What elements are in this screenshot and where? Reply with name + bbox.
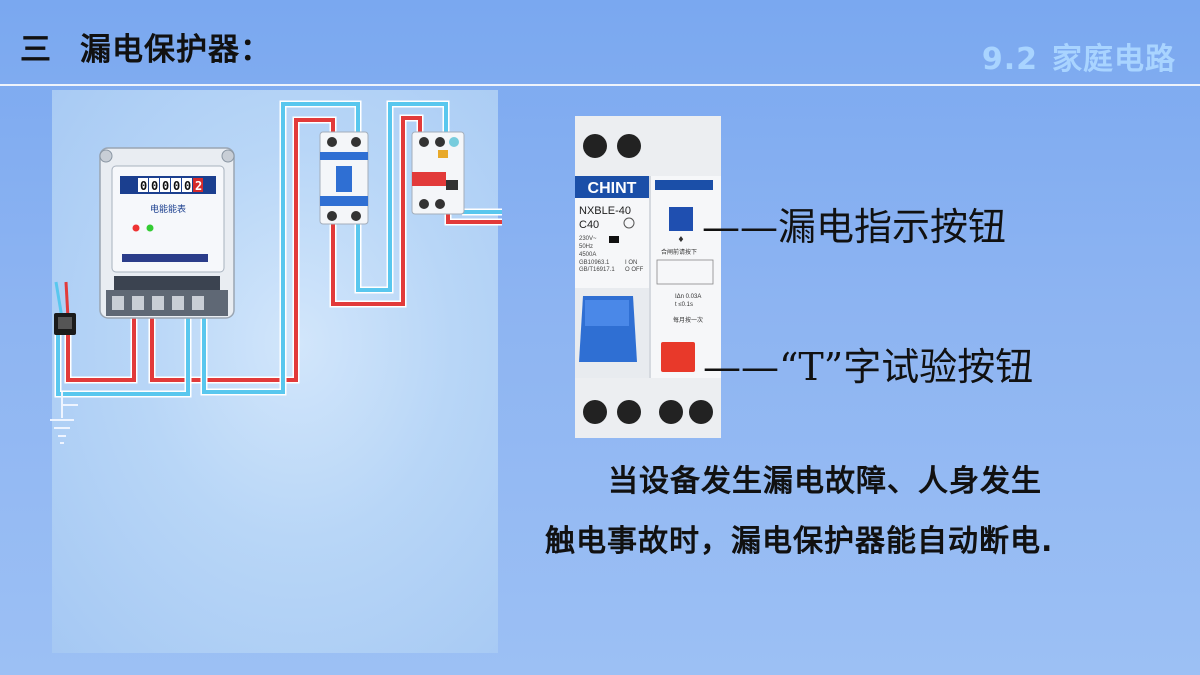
device-on-label: I ON [625, 260, 637, 266]
chapter-title: 9.2 家庭电路 [982, 34, 1176, 78]
live-wire [64, 316, 138, 384]
meter-digit: 0 [140, 179, 147, 193]
device-model: NXBLE-40 [579, 205, 631, 217]
section-title-text: 漏电保护器： [80, 32, 272, 68]
meter-digit: 0 [162, 179, 169, 193]
meter-digit: 2 [195, 179, 202, 193]
device-leak-spec: t ≤0.1s [675, 302, 693, 308]
chapter-number: 9.2 [981, 42, 1038, 77]
test-button-on-device [661, 342, 695, 372]
description-line-1: 当设备发生漏电故障、人身发生 [608, 464, 1042, 499]
device-spec: 4500A [579, 252, 596, 258]
electric-meter [99, 147, 235, 319]
test-button-label: ——“T”字试验按钮 [703, 345, 1034, 389]
device-notice-bottom: 每月按一次 [673, 316, 703, 324]
device-standard: GB/T16917.1 [579, 267, 615, 273]
leakage-protector-small [411, 131, 465, 215]
device-spec: 230V~ [579, 236, 597, 242]
device-standard: GB10963.1 [579, 260, 610, 266]
svg-text:♦: ♦ [677, 235, 684, 244]
leakage-protector-device: CHINT NXBLE-40 C40 230V~ 50Hz 4500A GB10… [575, 116, 721, 438]
header-divider [0, 84, 1200, 86]
meter-digit: 0 [151, 179, 158, 193]
device-spec: 50Hz [579, 244, 593, 250]
description-line-2: 触电事故时，漏电保护器能自动断电. [545, 524, 1054, 559]
brand-logo: CHINT [588, 180, 637, 197]
meter-reading: 0 0 0 0 0 2 [138, 178, 203, 193]
meter-digit: 0 [173, 179, 180, 193]
device-rating: C40 [579, 219, 599, 231]
meter-digit: 0 [184, 179, 191, 193]
circuit-breaker [319, 131, 369, 225]
device-leak-spec: IΔn 0.03A [675, 294, 701, 300]
leak-indicator-label: ——漏电指示按钮 [702, 205, 1007, 249]
ground-symbol [50, 392, 78, 444]
meter-title: 电能能表 [150, 203, 186, 215]
section-title: 三漏电保护器： [20, 24, 272, 69]
device-notice-top: 合闸前请按下 [661, 248, 697, 256]
device-off-label: O OFF [625, 267, 644, 273]
chapter-title-text: 家庭电路 [1052, 42, 1176, 77]
section-number: 三 [20, 32, 52, 68]
